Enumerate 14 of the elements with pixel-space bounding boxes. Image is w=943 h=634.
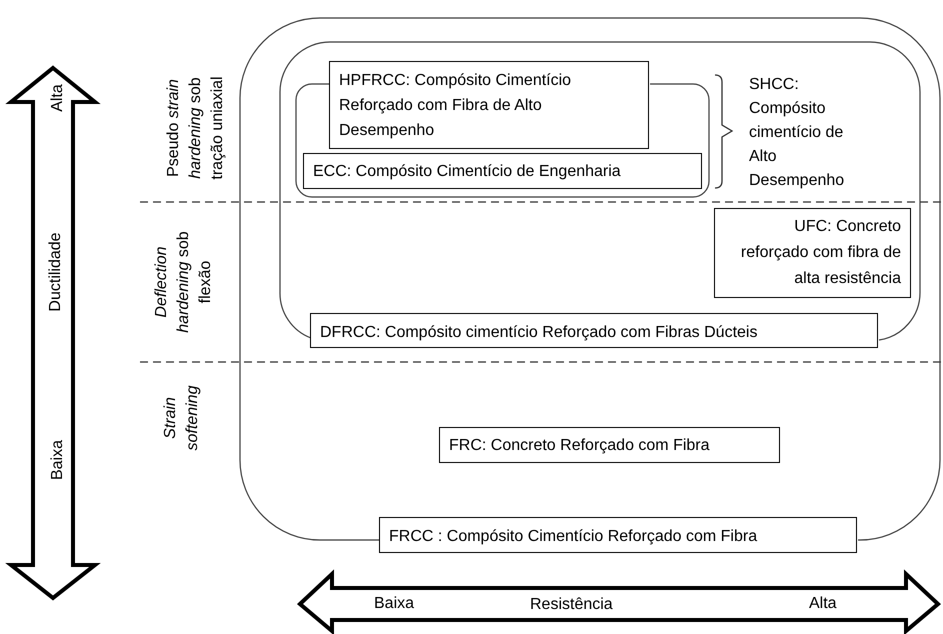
axis-label: Alta (48, 83, 67, 114)
region-label: DFRCC: Compósito cimentício Reforçado com Fibras Dúcteis (310, 313, 878, 348)
text-box: UFC: Concreto reforçado com fibra de alta resistência (714, 208, 911, 298)
axis-label: Strain softening (161, 384, 202, 452)
text-box: ECC: Compósito Cimentício de Engenharia (303, 153, 702, 189)
region-label: HPFRCC: Compósito Cimentício Reforçado com Fibra de Alto Desempenho (329, 61, 649, 149)
axis-label: Baixa (374, 594, 416, 614)
region-label: FRCC : Compósito Cimentício Reforçado com Fibra (379, 517, 857, 553)
axis-label: Baixa (48, 438, 67, 482)
axis-label: Resistência (530, 595, 614, 615)
axis-label: Ductilidade (46, 231, 65, 314)
axis-label: Alta (809, 594, 838, 614)
axis-label: SHCC: Compósito cimentício de Alto Desempenho (749, 75, 846, 191)
text-box: FRC: Concreto Reforçado com Fibra (439, 427, 780, 463)
